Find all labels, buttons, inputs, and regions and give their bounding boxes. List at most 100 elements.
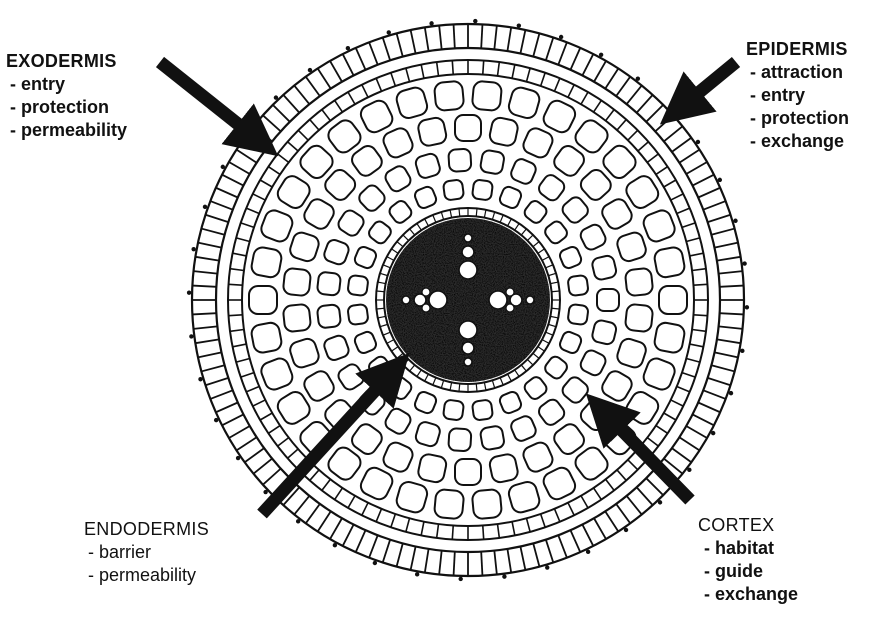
epidermis-cell-wall	[192, 286, 216, 287]
exodermis-cell-wall	[677, 208, 690, 213]
endodermis-cell-wall	[397, 353, 403, 358]
cortex-cell	[599, 368, 635, 404]
cortex-cell	[395, 480, 430, 515]
exodermis-cell-wall	[677, 386, 690, 391]
cortex-cell	[558, 330, 583, 355]
exodermis-cell-wall	[288, 142, 299, 151]
cortex-cell	[522, 375, 549, 402]
cortex-cell	[625, 304, 654, 333]
epidermis-cell-wall	[664, 126, 683, 141]
root-hair-base	[236, 456, 240, 460]
cortex-cell	[521, 440, 555, 474]
exodermis-cell-wall	[638, 142, 649, 151]
root-hair-base	[742, 261, 746, 265]
exodermis-cell-wall	[497, 524, 499, 538]
endodermis-cell-wall	[515, 224, 519, 231]
cortex-cell	[381, 440, 415, 474]
cortex-cell	[521, 126, 555, 160]
epidermis-cell-wall	[520, 546, 525, 569]
exodermis-cell-wall	[437, 524, 439, 538]
cortex-cell	[317, 304, 341, 328]
cortex-cell	[507, 480, 542, 515]
endodermis-cell-wall	[546, 265, 553, 268]
cortex-cell	[395, 86, 430, 121]
epidermis-cell-wall	[533, 543, 539, 566]
cortex-arrow	[604, 412, 690, 500]
epidermis-cell-wall	[720, 313, 744, 314]
root-hair-base	[636, 76, 640, 80]
root-hair-base	[624, 528, 628, 532]
cortex-title: CORTEX	[698, 514, 798, 537]
cortex-cell	[498, 390, 523, 415]
cortex-cell	[250, 321, 283, 354]
root-hair-base	[502, 574, 506, 578]
exodermis-cell-wall	[694, 284, 708, 285]
endodermis-cell-wall	[410, 365, 415, 371]
cortex-cell	[560, 374, 591, 405]
endodermis-cell-wall	[450, 382, 452, 390]
cortex-cell	[551, 143, 587, 179]
exodermis-cell-wall	[690, 344, 704, 347]
epidermis-cell-wall	[711, 229, 734, 235]
epidermis-cell-wall	[698, 402, 720, 412]
cortex-cell	[317, 272, 341, 296]
exodermis-cell-wall	[406, 68, 410, 82]
exodermis-cell-wall	[229, 315, 243, 316]
epidermis-cell-wall	[195, 257, 219, 261]
epidermis-cell-wall	[439, 551, 442, 575]
epidermis-cell-wall	[672, 138, 691, 152]
root-hair-base	[214, 418, 218, 422]
epidermis-cell-wall	[679, 150, 699, 163]
cortex-cell	[653, 246, 686, 279]
exodermis-cell-wall	[512, 65, 515, 79]
endodermis-cell-wall	[425, 374, 429, 381]
endodermis-cell-wall	[433, 378, 436, 385]
endodermis-cell-wall	[433, 215, 436, 222]
endodermis-cell-wall	[476, 384, 477, 392]
exodermis-cell-wall	[568, 85, 574, 98]
cortex-cell	[480, 149, 505, 174]
xylem-vessel	[489, 291, 507, 309]
epidermis-cell-wall	[245, 448, 264, 462]
cortex-cell	[507, 86, 542, 121]
cortex-cell	[347, 304, 368, 325]
endodermis-title: ENDODERMIS	[84, 518, 209, 541]
endodermis-cell-wall	[548, 273, 556, 275]
exodermis-cell-wall	[606, 479, 615, 490]
endodermis-cell-wall	[521, 365, 526, 371]
cortex-cell	[301, 368, 337, 404]
root-hair-base	[545, 565, 549, 569]
endodermis-cell-wall	[397, 242, 403, 247]
exodermis-cell-wall	[617, 470, 626, 481]
epidermis-cell-wall	[192, 313, 216, 314]
exodermis-cell-wall	[421, 522, 424, 536]
cortex-cell	[274, 173, 313, 212]
xylem-vessel	[506, 288, 514, 296]
cortex-cell	[641, 356, 677, 392]
cortex-cell	[417, 453, 448, 484]
root-hair-base	[733, 219, 737, 223]
epidermis-cell-wall	[222, 175, 243, 186]
endodermis-cell-wall	[542, 340, 549, 344]
epidermis-cell-wall	[594, 61, 606, 82]
exodermis-cell-wall	[664, 413, 676, 420]
cortex-cell	[472, 179, 493, 200]
exodermis-cell-wall	[246, 208, 259, 213]
epidermis-cell-wall	[646, 478, 663, 495]
epidermis-cell-wall	[397, 33, 403, 56]
cortex-cell	[455, 459, 481, 485]
cortex-cell	[353, 245, 378, 270]
cortex-cell	[383, 164, 413, 194]
endodermis-cell-wall	[403, 359, 409, 365]
xylem-vessel	[429, 291, 447, 309]
endodermis-cell-wall	[484, 382, 486, 390]
root-hair-base	[718, 178, 722, 182]
cortex-cell	[448, 149, 471, 172]
exodermis-title: EXODERMIS	[6, 50, 127, 73]
exodermis-cell-wall	[541, 73, 546, 86]
cortex-cell	[250, 246, 283, 279]
endodermis-cell-wall	[548, 324, 556, 326]
exodermis-cell-wall	[656, 426, 668, 434]
endodermis-cell-wall	[492, 380, 494, 388]
cortex-cell	[353, 330, 378, 355]
